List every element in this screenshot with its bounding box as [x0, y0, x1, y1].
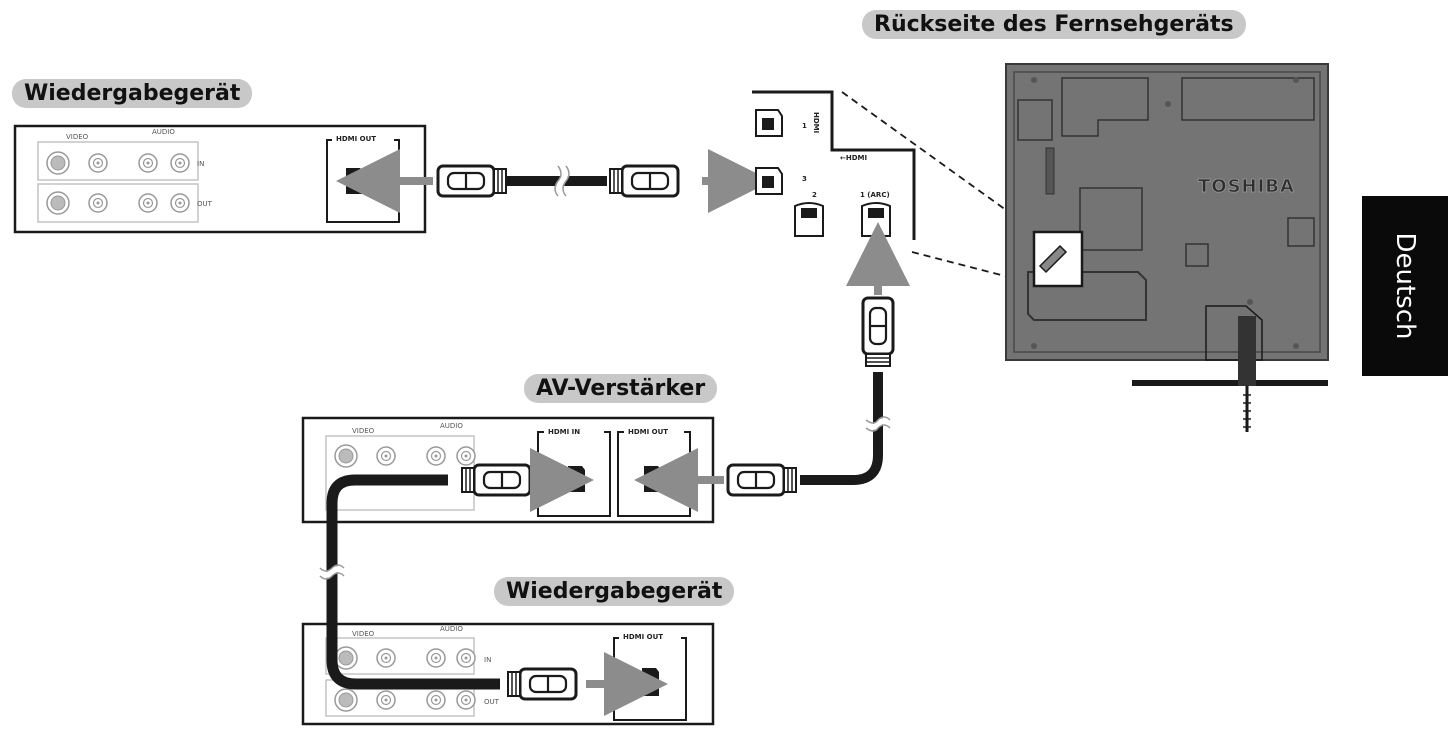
hdmi-cable-av-out: [634, 448, 798, 512]
hdmi-cable-av-in: [317, 448, 668, 716]
tv-port-1-label: 1: [802, 122, 807, 130]
av-receiver-label: AV-Verstärker: [524, 374, 718, 403]
tv-back-label: Rückseite des Fernsehgeräts: [862, 10, 1246, 39]
av-hdmi-in-label: HDMI IN: [548, 428, 580, 436]
language-tab: Deutsch: [1362, 196, 1448, 376]
out-label: OUT: [197, 200, 213, 208]
audio-label: AUDIO: [152, 128, 175, 136]
bottom-in-label: IN: [484, 656, 491, 664]
in-label: IN: [197, 160, 204, 168]
hdmi-cable-top: [336, 149, 772, 213]
tv-port-3-label: 3: [802, 175, 807, 183]
player-top-device: VIDEO AUDIO IN OUT HDMI OUT: [13, 124, 427, 234]
tv-port-detail: 1 3 HDMI ←HDMI 2 1 (ARC): [752, 90, 1039, 284]
player-top-label: Wiedergabegerät: [12, 79, 253, 108]
tv-brand-logo: TOSHIBA: [1198, 176, 1295, 197]
av-video-label: VIDEO: [352, 427, 375, 435]
tv-hdmi-symbol-label: ←HDMI: [840, 154, 867, 162]
tv-hdmi-vertical-label: HDMI: [812, 112, 820, 133]
player-bottom-label: Wiedergabegerät: [494, 577, 735, 606]
tv-port-1-arc-label: 1 (ARC): [860, 191, 890, 199]
tv-port-2-label: 2: [812, 191, 817, 199]
hdmi-out-label-top: HDMI OUT: [336, 135, 376, 143]
video-label: VIDEO: [66, 133, 89, 141]
bottom-hdmi-out-label: HDMI OUT: [623, 633, 663, 641]
av-hdmi-out-label: HDMI OUT: [628, 428, 668, 436]
bottom-out-label: OUT: [484, 698, 500, 706]
tv-back-panel: TOSHIBA: [1005, 63, 1329, 432]
bottom-audio-label: AUDIO: [440, 625, 463, 633]
bottom-video-label: VIDEO: [352, 630, 375, 638]
av-audio-label: AUDIO: [440, 422, 463, 430]
hdmi-cable-vertical: [800, 222, 910, 485]
